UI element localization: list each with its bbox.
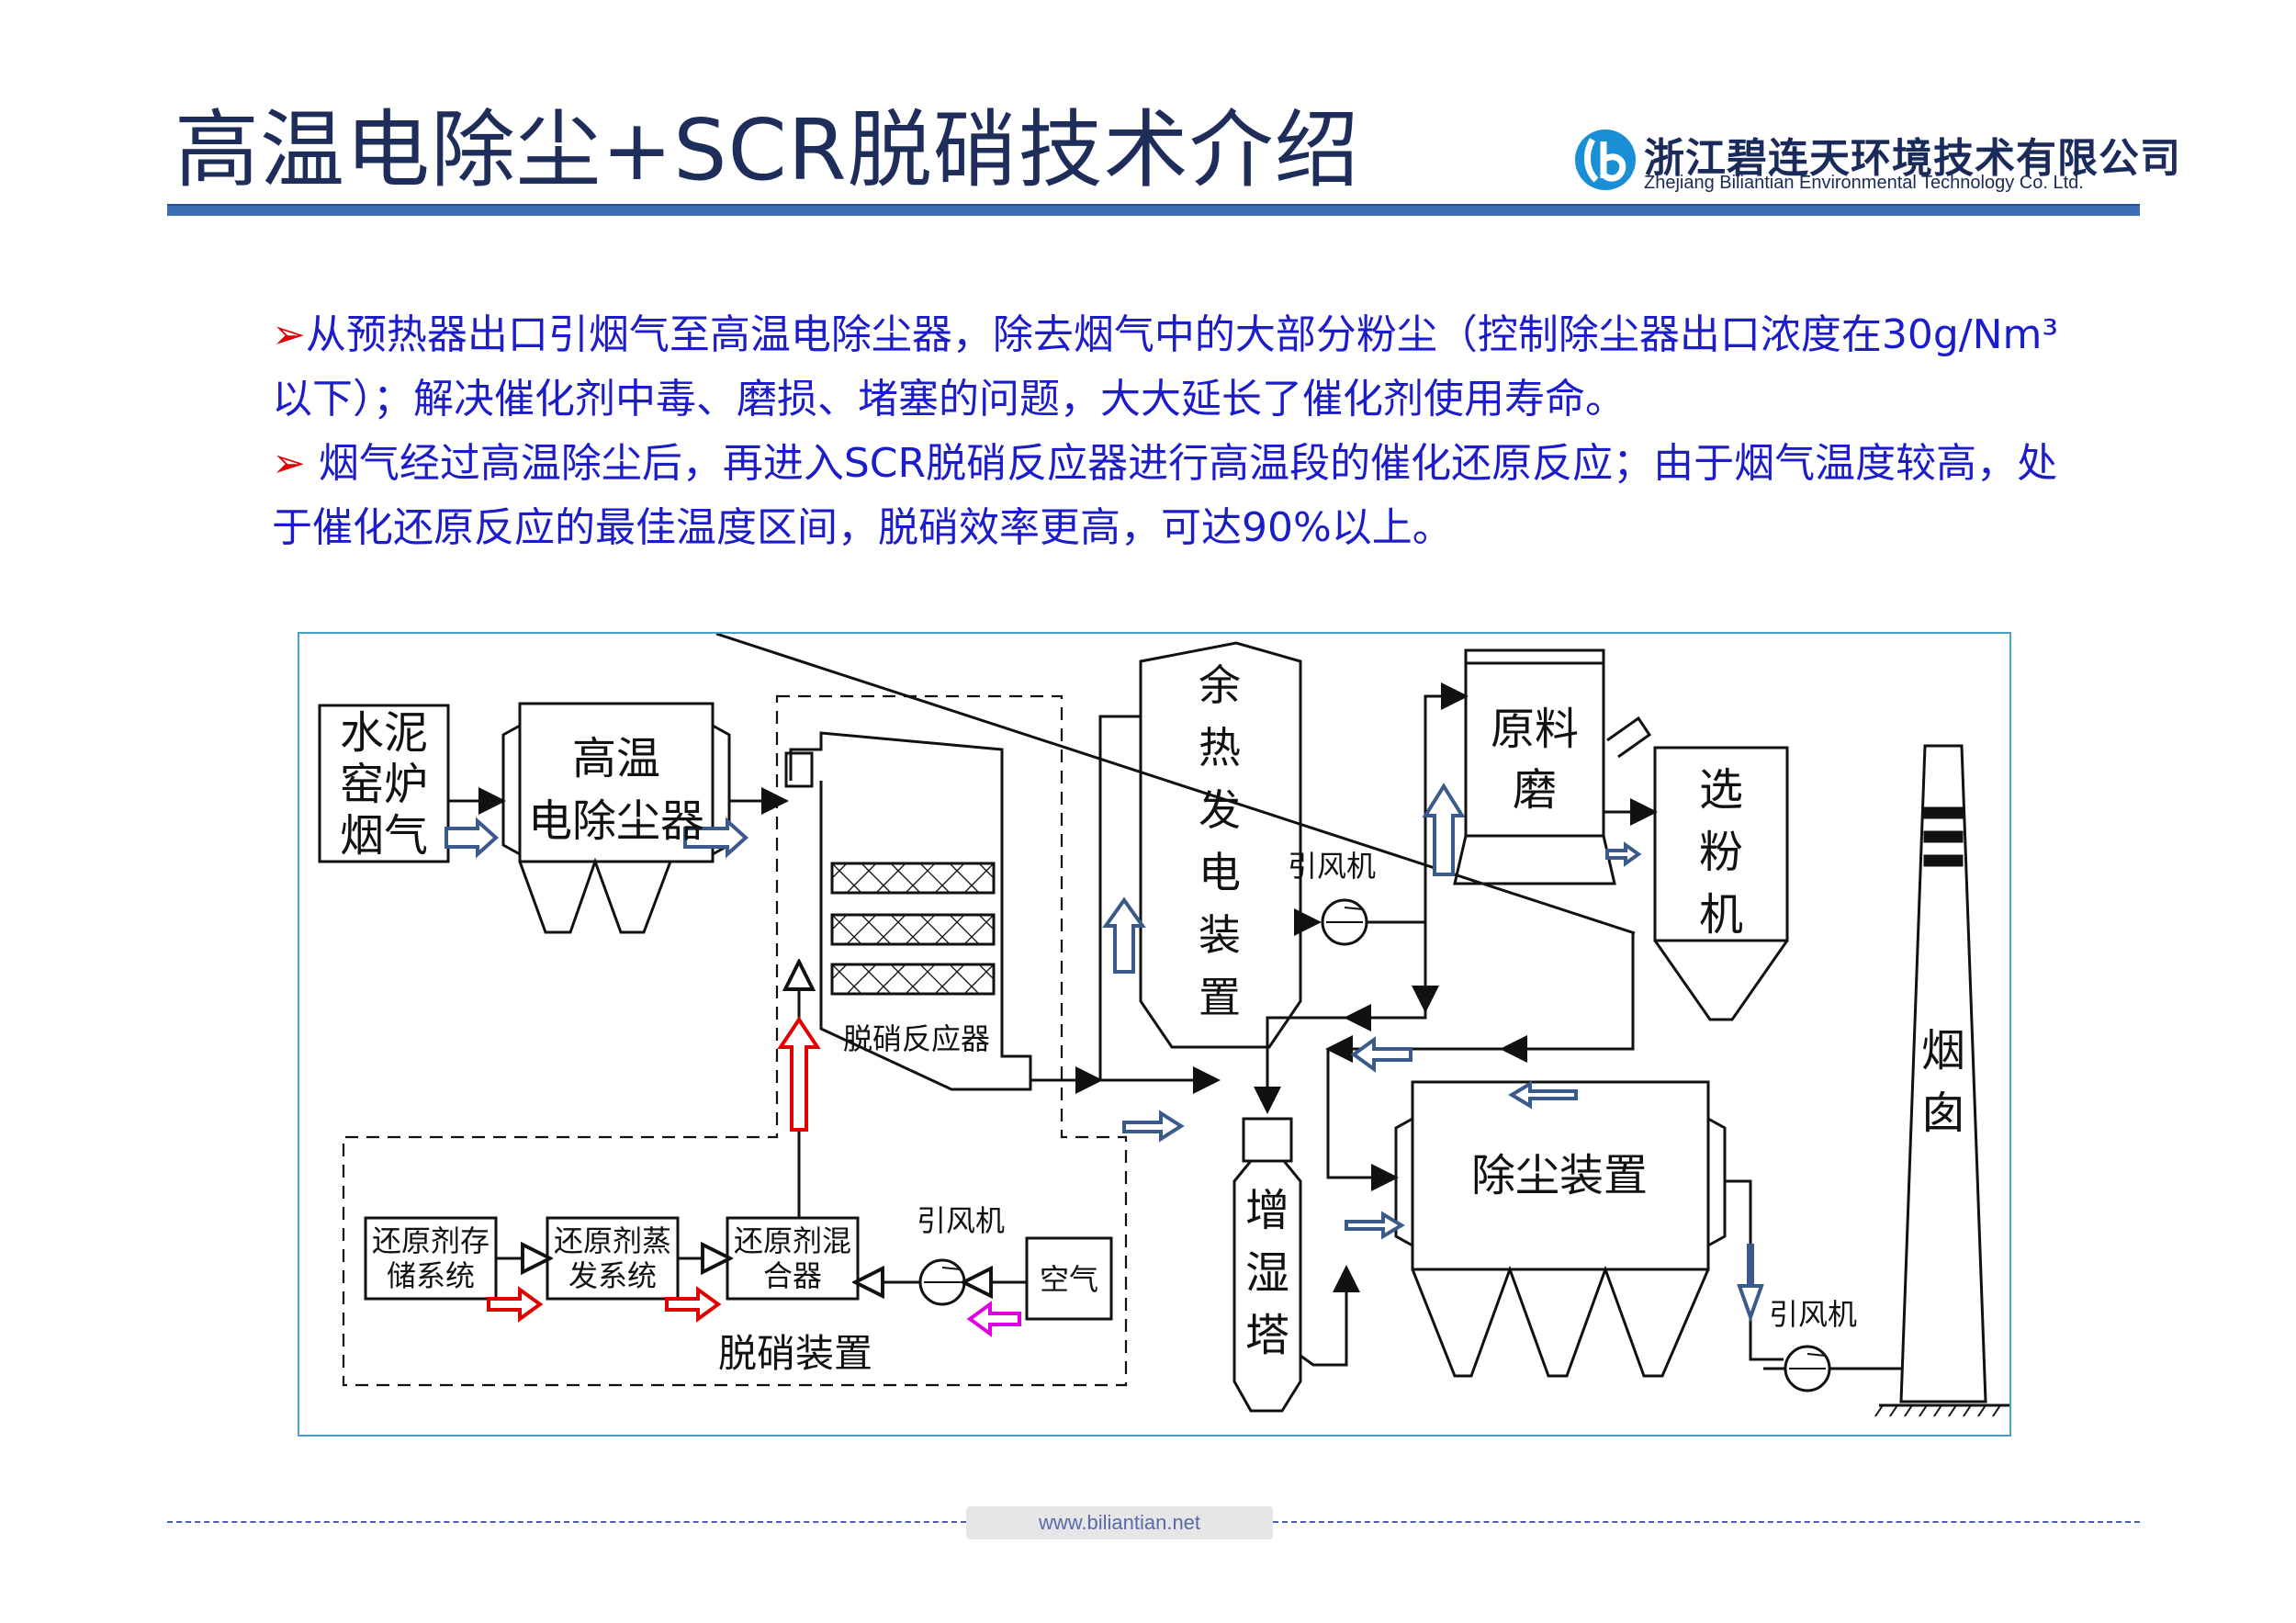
footer-divider-right [1273,1521,2140,1523]
humidifier-label: 增 [1245,1185,1289,1236]
fan-symbol [918,1258,966,1306]
kiln-gas-label: 水泥 [340,707,428,759]
humidifier-label: 湿 [1245,1247,1289,1299]
humidifier-label: 塔 [1245,1310,1289,1361]
fan-symbol [1321,898,1368,946]
kiln-gas-label: 窑炉 [340,759,428,810]
company-logo-icon [1575,130,1636,190]
footer-website[interactable]: www.biliantian.net [966,1506,1273,1539]
chimney-label: 烟 [1921,1025,1965,1076]
bullet-text: 烟气经过高温除尘后，再进入SCR脱硝反应器进行高温段的催化还原反应；由于烟气温度… [272,440,2058,551]
bullet-item: ➢从预热器出口引烟气至高温电除尘器，除去烟气中的大部分粉尘（控制除尘器出口浓度在… [272,303,2072,432]
denox-dashed-frame [342,694,1128,1387]
company-name-en: Zhejiang Biliantian Environmental Techno… [1644,173,2084,193]
raw-mill-label: 磨 [1513,764,1557,816]
air-box [1025,1236,1113,1321]
bullet-marker: ➢ [272,440,306,487]
kiln-gas-label: 烟气 [340,810,428,862]
flow-direction-arrows [445,783,1764,1324]
humidifier-tower [1232,1117,1302,1413]
chimney [1874,744,2009,1417]
denox-unit-label: 脱硝装置 [718,1331,872,1376]
scr-reactor [784,731,1032,1091]
dust-collector [1394,1080,1727,1378]
waste-heat-label: 余 [1199,660,1241,710]
storage-label: 储系统 [387,1258,475,1293]
dust-collector-label: 除尘装置 [1471,1150,1648,1201]
separator-label: 选 [1699,764,1743,816]
kiln-gas-box [318,704,450,863]
waste-heat-label: 置 [1199,973,1241,1022]
air-label: 空气 [1040,1262,1098,1297]
mixer-label: 还原剂混 [734,1223,851,1258]
company-name: 浙江碧连天环境技术有限公司 [1644,135,2181,182]
waste-heat-label: 装 [1199,910,1241,960]
reductant-storage-box [364,1216,498,1301]
waste-heat-label: 电 [1199,848,1241,897]
separator-label: 粉 [1699,827,1743,878]
reductant-mixer-box [726,1216,860,1301]
process-flow-svg: 水泥 窑炉 烟气 高温 电除尘器 原料 磨 选 粉 机 烟 囱 增 湿 塔 除尘… [318,632,2009,1417]
fan-label: 引风机 [917,1203,1005,1238]
fan-symbol [1784,1345,1831,1392]
mixer-label: 合器 [763,1258,822,1293]
esp-label: 高温 [572,733,660,784]
waste-heat-unit [1139,641,1302,1049]
fan-label: 引风机 [1288,849,1376,884]
esp-label: 电除尘器 [528,795,704,847]
air-flow-arrow [966,1301,1021,1337]
evaporator-label: 还原剂蒸 [554,1223,671,1258]
waste-heat-label: 发 [1199,785,1241,835]
process-diagram: 水泥 窑炉 烟气 高温 电除尘器 原料 磨 选 粉 机 烟 囱 增 湿 塔 除尘… [298,632,2011,1437]
raw-mill [1453,648,1652,885]
footer-divider-left [167,1521,966,1523]
separator-label: 机 [1699,889,1743,941]
reductant-flow-arrows [487,1016,821,1323]
bullet-marker: ➢ [272,311,306,358]
chimney-label: 囱 [1921,1088,1965,1139]
bullet-item: ➢ 烟气经过高温除尘后，再进入SCR脱硝反应器进行高温段的催化还原反应；由于烟气… [272,432,2072,560]
fan-label: 引风机 [1769,1297,1857,1332]
evaporator-label: 发系统 [568,1258,657,1293]
company-logo: 浙江碧连天环境技术有限公司 Zhejiang Biliantian Enviro… [1572,125,2180,198]
raw-mill-label: 原料 [1491,704,1579,755]
title-underline [167,204,2140,216]
reactor-label: 脱硝反应器 [843,1021,990,1056]
page-title: 高温电除尘+SCR脱硝技术介绍 [174,101,1360,199]
powder-separator [1653,746,1789,1021]
bullet-text: 从预热器出口引烟气至高温电除尘器，除去烟气中的大部分粉尘（控制除尘器出口浓度在3… [272,311,2059,423]
waste-heat-label: 热 [1199,723,1241,772]
storage-label: 还原剂存 [372,1223,490,1258]
bullet-list: ➢从预热器出口引烟气至高温电除尘器，除去烟气中的大部分粉尘（控制除尘器出口浓度在… [272,303,2072,560]
